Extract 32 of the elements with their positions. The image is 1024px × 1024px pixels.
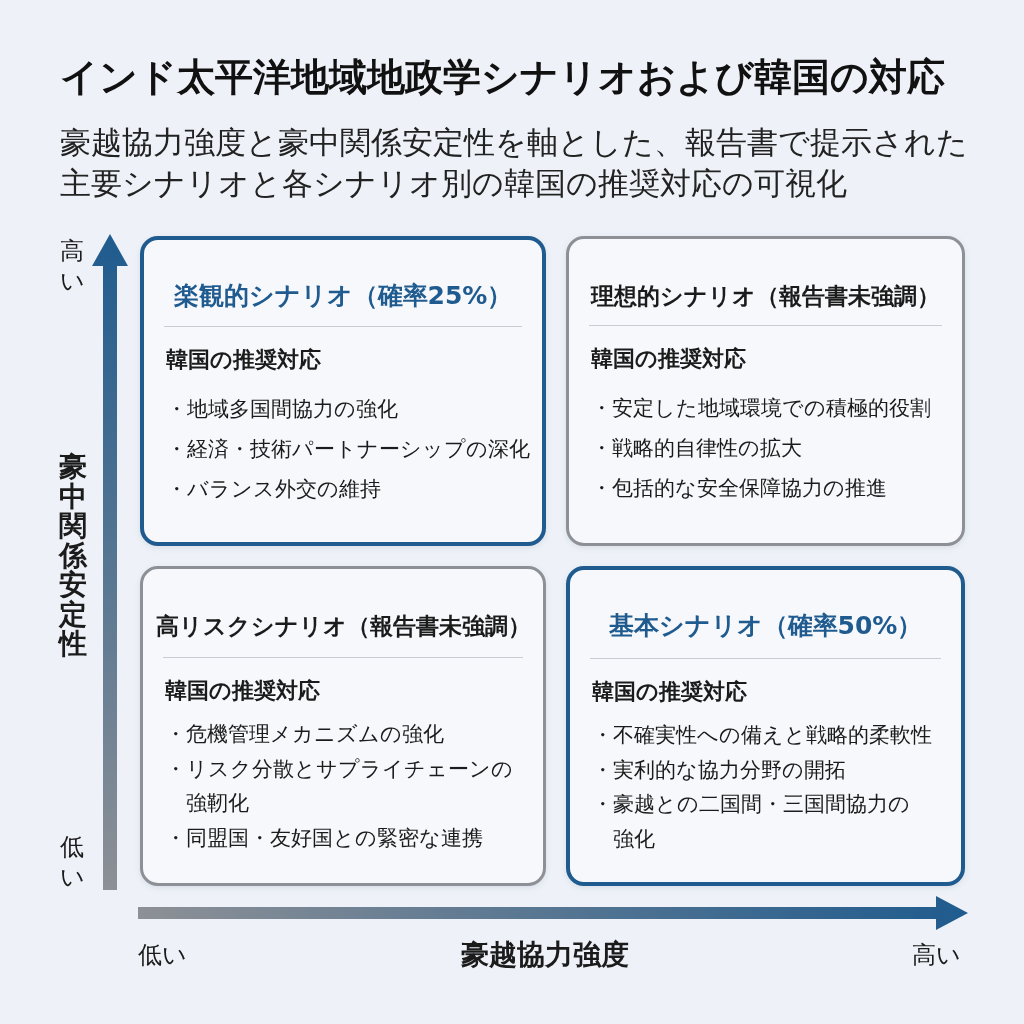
scenario-card [140, 566, 546, 886]
title: インド太平洋地域地政学シナリオおよび韓国の対応 [60, 55, 945, 99]
scenario-card [566, 566, 965, 886]
scenario-title: 理想的シナリオ（報告書未強調） [591, 282, 940, 311]
scenario-title: 楽観的シナリオ（確率25%） [173, 280, 513, 312]
bullet-item: ・包括的な安全保障協力の推進 [591, 475, 887, 502]
bullet-item: ・実利的な協力分野の開拓 [592, 756, 846, 784]
scenario-card [140, 236, 546, 546]
section-heading: 韓国の推奨対応 [166, 346, 321, 374]
bullet-item: ・安定した地域環境での積極的役割 [591, 395, 931, 422]
bullet-item: ・地域多国間協力の強化 [166, 396, 398, 423]
section-heading: 韓国の推奨対応 [592, 678, 747, 706]
axis-title: 豪越協力強度 [461, 937, 629, 972]
axis-title: 豪中関係安定性 [57, 452, 88, 659]
scenario-title: 高リスクシナリオ（報告書未強調） [155, 612, 531, 641]
bullet-item: ・経済・技術パートナーシップの深化 [166, 436, 530, 463]
subtitle: 豪越協力強度と豪中関係安定性を軸とした、報告書で提示された主要シナリオと各シナリオ別の韓国の推奨対応の可視化 [60, 124, 969, 203]
bullet-item: ・危機管理メカニズムの強化 [165, 721, 444, 748]
axis-label: 高い [58, 236, 86, 296]
bullet-item: ・同盟国・友好国との緊密な連携 [165, 824, 483, 852]
bullet-item: ・豪越との二国間・三国間協力の強化 [592, 791, 911, 853]
axis-label: 高い [912, 940, 961, 970]
section-heading: 韓国の推奨対応 [591, 345, 746, 373]
axis-label: 低い [58, 832, 86, 892]
bullet-item: ・バランス外交の維持 [166, 476, 381, 503]
bullet-item: ・不確実性への備えと戦略的柔軟性 [592, 722, 932, 749]
axis-label: 低い [138, 940, 187, 970]
scenario-title: 基本シナリオ（確率50%） [608, 610, 923, 642]
bullet-item: ・戦略的自律性の拡大 [591, 435, 802, 462]
bullet-item: ・リスク分散とサプライチェーンの強靭化 [165, 755, 514, 817]
scenario-card [566, 236, 965, 546]
section-heading: 韓国の推奨対応 [165, 677, 320, 705]
